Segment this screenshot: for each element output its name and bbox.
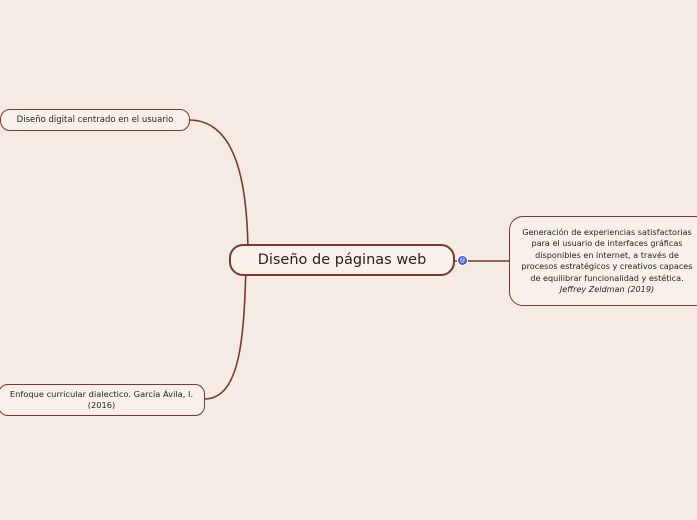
topic-user-centered-design[interactable]: Diseño digital centrado en el usuario xyxy=(0,109,190,131)
topic-definition-author: Jeffrey Zeldman (2019) xyxy=(559,284,655,294)
connector-to-left-bottom xyxy=(203,264,247,400)
topic-curricular-approach[interactable]: Enfoque curricular dialectico. García Áv… xyxy=(0,384,205,416)
topic-definition[interactable]: Generación de experiencias satisfactoria… xyxy=(509,216,697,306)
central-topic[interactable]: Diseño de páginas web xyxy=(229,244,455,276)
central-topic-label: Diseño de páginas web xyxy=(257,252,427,268)
link-icon-symbol: @ xyxy=(459,256,466,264)
topic-curricular-approach-label: Enfoque curricular dialectico. García Áv… xyxy=(9,388,194,411)
topic-definition-text: Generación de experiencias satisfactoria… xyxy=(521,226,693,283)
connector-to-left-top xyxy=(188,119,249,259)
link-icon[interactable]: @ xyxy=(457,255,468,266)
topic-user-centered-design-label: Diseño digital centrado en el usuario xyxy=(16,115,174,125)
